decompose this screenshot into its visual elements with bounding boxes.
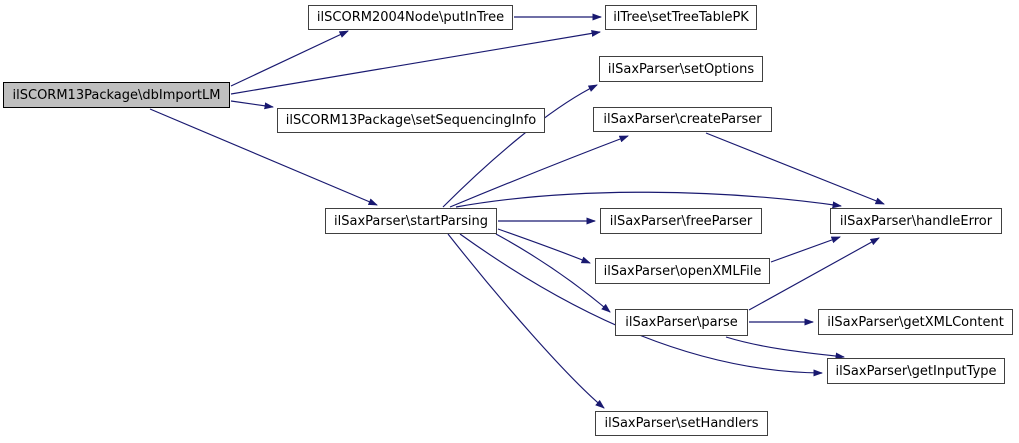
edge-openXMLFile-to-handleError: [770, 236, 841, 263]
node-getInputType[interactable]: ilSaxParser\getInputType: [827, 358, 1005, 384]
node-getXMLContent[interactable]: ilSaxParser\getXMLContent: [818, 309, 1013, 335]
node-createParser[interactable]: ilSaxParser\createParser: [593, 107, 772, 132]
edge-startParsing-to-parse: [495, 233, 611, 313]
node-putInTree[interactable]: ilSCORM2004Node\putInTree: [308, 5, 513, 30]
edge-startParsing-to-openXMLFile: [497, 228, 591, 264]
edge-parse-to-getInputType: [725, 336, 845, 360]
node-parse[interactable]: ilSaxParser\parse: [615, 309, 748, 336]
node-handleError[interactable]: ilSaxParser\handleError: [830, 208, 1002, 234]
edge-dbImportLM-to-startParsing: [149, 108, 378, 206]
node-setHandlers[interactable]: ilSaxParser\setHandlers: [595, 411, 768, 436]
edge-dbImportLM-to-setTreeTablePK: [230, 29, 601, 95]
node-openXMLFile[interactable]: ilSaxParser\openXMLFile: [595, 258, 770, 284]
edge-startParsing-to-createParser: [449, 135, 629, 208]
node-setTreeTablePK[interactable]: ilTree\setTreeTablePK: [605, 5, 757, 30]
node-freeParser[interactable]: ilSaxParser\freeParser: [600, 208, 762, 234]
edge-dbImportLM-to-setSequencingInfo: [230, 100, 274, 110]
node-dbImportLM[interactable]: ilSCORM13Package\dbImportLM: [3, 82, 230, 108]
edge-startParsing-to-handleError: [455, 191, 842, 209]
edge-parse-to-handleError: [748, 237, 880, 311]
node-setOptions[interactable]: ilSaxParser\setOptions: [599, 56, 763, 82]
edge-startParsing-to-getInputType: [459, 233, 823, 377]
edge-createParser-to-handleError: [705, 132, 885, 205]
edge-startParsing-to-setOptions: [442, 84, 598, 208]
node-setSequencingInfo[interactable]: ilSCORM13Package\setSequencingInfo: [277, 108, 545, 133]
edge-dbImportLM-to-putInTree: [230, 30, 349, 87]
node-startParsing[interactable]: ilSaxParser\startParsing: [325, 208, 497, 234]
edge-startParsing-to-setHandlers: [447, 233, 605, 409]
